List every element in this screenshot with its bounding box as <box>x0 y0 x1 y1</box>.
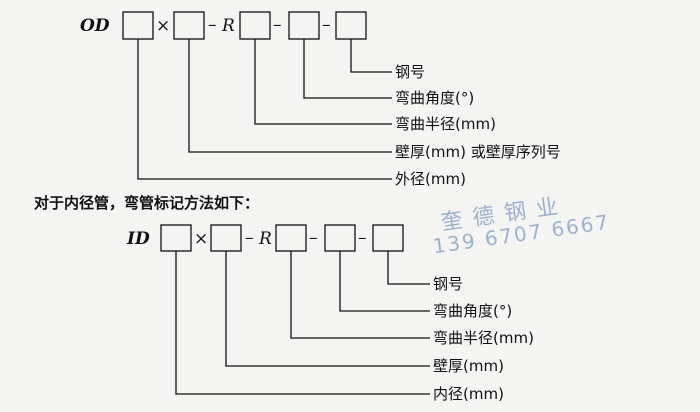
id-inner-diameter-box <box>160 224 192 252</box>
od-outer-diameter-leader <box>137 39 392 180</box>
od-label-wall-thickness: 壁厚(mm) 或壁厚序列号 <box>395 143 561 161</box>
id-code: ID <box>126 229 150 249</box>
od-wall-thickness-box <box>173 11 205 40</box>
id-bend-radius-leader <box>290 251 430 339</box>
id-r-letter: R <box>258 229 272 249</box>
od-bend-angle-leader <box>303 39 392 99</box>
id-inner-diameter-leader <box>175 251 430 395</box>
od-label-steel-grade: 钢号 <box>395 63 425 81</box>
id-dash-2: – <box>309 228 318 248</box>
id-label-steel-grade: 钢号 <box>433 275 463 293</box>
od-label-outer-diameter: 外径(mm) <box>395 170 466 188</box>
od-r-letter: R <box>221 16 235 36</box>
od-outer-diameter-box <box>122 11 154 40</box>
id-bend-radius-box <box>275 224 307 252</box>
id-label-bend-angle: 弯曲角度(°) <box>433 302 512 320</box>
id-steel-grade-leader <box>387 251 430 285</box>
id-dash-3: – <box>358 228 367 248</box>
od-steel-grade-leader <box>350 39 392 73</box>
id-label-inner-diameter: 内径(mm) <box>433 385 504 403</box>
id-wall-thickness-leader <box>225 251 430 367</box>
od-bend-radius-leader <box>254 39 392 125</box>
od-steel-grade-box <box>335 11 367 40</box>
od-code: OD <box>80 16 110 36</box>
id-times-sign: × <box>194 229 208 249</box>
id-wall-thickness-box <box>210 224 242 252</box>
od-label-bend-angle: 弯曲角度(°) <box>395 89 474 107</box>
od-label-bend-radius: 弯曲半径(mm) <box>395 115 496 133</box>
id-steel-grade-box <box>372 224 404 252</box>
id-bend-angle-leader <box>339 251 430 312</box>
id-dash-1: – <box>245 228 254 248</box>
od-bend-angle-box <box>288 11 320 40</box>
id-label-wall-thickness: 壁厚(mm) <box>433 357 504 375</box>
inner-diameter-intro: 对于内径管，弯管标记方法如下： <box>34 194 259 212</box>
od-times-sign: × <box>156 16 170 36</box>
od-dash-1: – <box>208 15 217 35</box>
od-dash-3: – <box>322 15 331 35</box>
od-bend-radius-box <box>239 11 271 40</box>
id-bend-angle-box <box>324 224 356 252</box>
id-label-bend-radius: 弯曲半径(mm) <box>433 329 534 347</box>
od-dash-2: – <box>273 15 282 35</box>
od-wall-thickness-leader <box>188 39 392 153</box>
